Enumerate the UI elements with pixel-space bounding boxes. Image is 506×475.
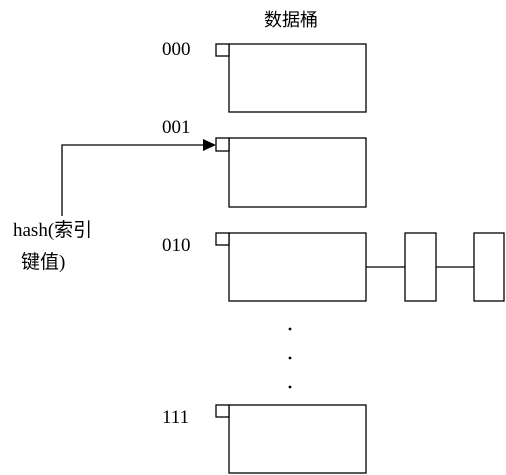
bucket-pointer-cell xyxy=(215,43,230,57)
bucket-pointer-cell xyxy=(215,232,230,246)
ellipsis-dot xyxy=(288,385,292,389)
bucket-box xyxy=(228,404,367,474)
bucket-box xyxy=(228,43,367,113)
arrowhead-icon xyxy=(203,139,216,151)
bucket-111: 111 xyxy=(162,404,367,474)
bucket-label-111: 111 xyxy=(162,407,189,428)
overflow-bucket xyxy=(473,232,505,302)
diagram-title: 数据桶 xyxy=(264,10,318,31)
bucket-000: 000 xyxy=(162,39,367,113)
bucket-label-001: 001 xyxy=(162,117,191,138)
bucket-pointer-cell xyxy=(215,137,230,152)
bucket-label-010: 010 xyxy=(162,235,191,256)
bucket-box xyxy=(228,232,367,302)
bucket-001: 001 xyxy=(162,117,367,208)
hash-arrow xyxy=(61,139,216,216)
ellipsis-dot xyxy=(288,327,292,331)
bucket-pointer-cell xyxy=(215,404,230,418)
ellipsis-dot xyxy=(288,356,292,360)
ellipsis xyxy=(288,327,292,389)
overflow-bucket xyxy=(404,232,437,302)
hash-label-line1: hash(索引 xyxy=(13,219,92,241)
bucket-box xyxy=(228,137,367,208)
bucket-010: 010 xyxy=(162,232,505,302)
hash-label-line2: 键值) xyxy=(21,251,65,273)
hash-arrow-line xyxy=(61,144,205,216)
bucket-label-000: 000 xyxy=(162,39,191,60)
